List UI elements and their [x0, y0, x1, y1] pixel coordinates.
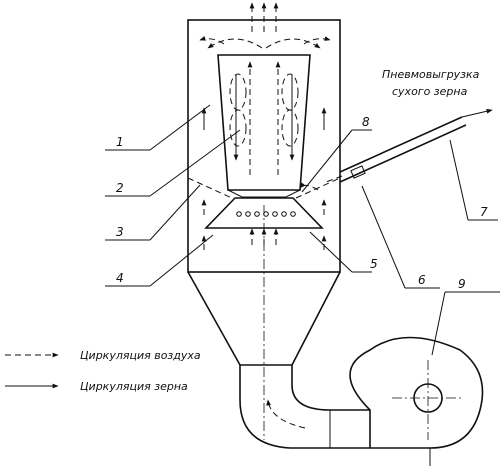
callout-8: 8 — [362, 115, 370, 129]
nozzle-row — [236, 211, 296, 217]
annotation-line-1: Пневмовыгрузка — [382, 68, 480, 81]
callout-6: 6 — [418, 273, 426, 287]
callout-9: 9 — [458, 277, 466, 291]
legend: Циркуляция воздуха Циркуляция зерна — [5, 349, 201, 393]
cone-air-arrows — [249, 228, 279, 245]
discharge-annotation: Пневмовыгрузка сухого зерна — [382, 68, 480, 98]
side-updraft-arrows — [201, 107, 327, 250]
fan-housing — [349, 336, 484, 466]
callout-3: 3 — [116, 225, 124, 239]
annotation-line-2: сухого зерна — [392, 85, 468, 98]
legend-grain-label: Циркуляция зерна — [80, 380, 188, 393]
callout-labels: 1 2 3 4 5 6 7 8 9 — [116, 115, 488, 291]
callout-5: 5 — [370, 257, 378, 271]
inner-chamber — [217, 54, 311, 198]
distributor-cone — [204, 197, 324, 229]
leader-lines — [105, 104, 500, 356]
exhaust-arrows — [249, 2, 279, 32]
callout-4: 4 — [116, 271, 124, 285]
grain-downflow-arrows — [233, 75, 295, 161]
legend-air-label: Циркуляция воздуха — [80, 349, 201, 362]
inner-air-loops — [229, 61, 299, 175]
callout-2: 2 — [116, 181, 124, 195]
discharge-pipe — [299, 108, 493, 191]
outlet-chute — [239, 365, 430, 449]
top-circulation — [199, 36, 331, 49]
grating-lines — [187, 177, 341, 199]
callout-1: 1 — [116, 135, 124, 149]
chute-circulation-arrow — [266, 399, 306, 429]
callout-7: 7 — [480, 205, 488, 219]
